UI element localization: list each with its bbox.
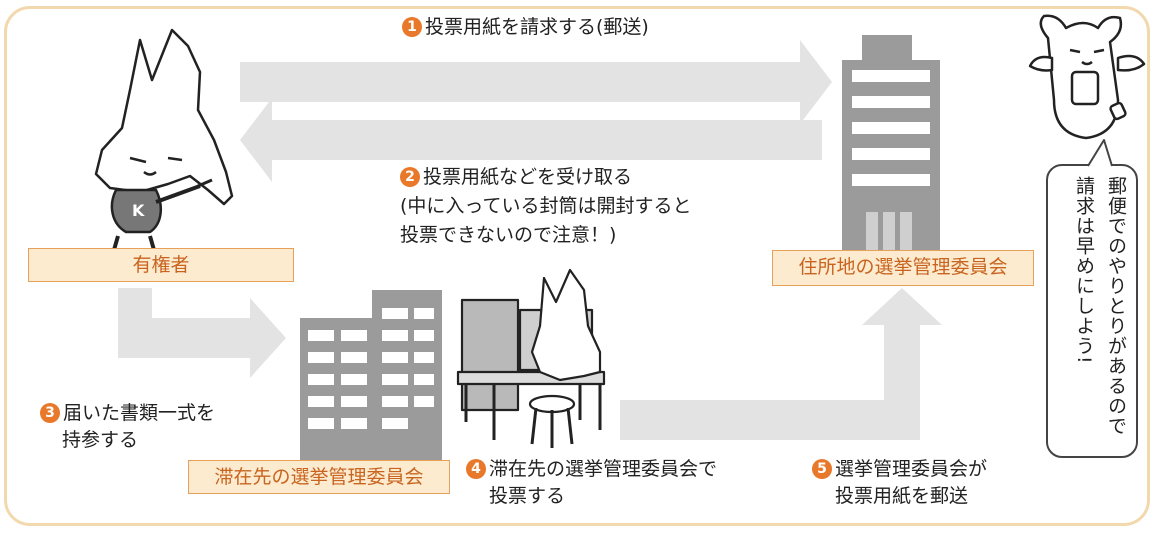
step-4-line-2: 投票する <box>489 485 566 507</box>
step-2-line-3: 投票できないので注意！) <box>400 224 617 246</box>
stay-committee-label: 滞在先の選挙管理委員会 <box>188 460 450 494</box>
step-1-number-badge: 1 <box>402 17 422 37</box>
step-1-text: 投票用紙を請求する(郵送) <box>425 16 649 38</box>
step-3-line-1: 届いた書類一式を <box>63 402 216 424</box>
helper-mascot-icon <box>1028 14 1146 140</box>
step-4-label: 4 滞在先の選挙管理委員会で 投票する <box>466 458 717 508</box>
diagram-frame <box>4 6 1150 526</box>
step-3-number-badge: 3 <box>40 403 60 423</box>
step-3-line-2: 持参する <box>62 429 139 451</box>
tip-speech-bubble: 郵便でのやりとりがあるので請求は早めにしよう! <box>1046 164 1138 458</box>
arrow-request-right <box>240 40 832 124</box>
step-5-label: 5 選挙管理委員会が 投票用紙を郵送 <box>812 458 987 508</box>
step-4-number-badge: 4 <box>466 459 486 479</box>
step-5-line-2: 投票用紙を郵送 <box>835 485 969 507</box>
stay-committee-building-icon <box>300 290 442 460</box>
step-5-number-badge: 5 <box>812 459 832 479</box>
step-2-label: 2 投票用紙などを受け取る (中に入っている封筒は開封すると 投票できないので注… <box>400 166 691 247</box>
step-3-label: 3 届いた書類一式を 持参する <box>40 402 215 452</box>
tip-text: 郵便でのやりとりがあるので請求は早めにしよう! <box>1073 176 1127 436</box>
home-committee-building-icon <box>842 35 940 255</box>
step-2-line-2: (中に入っている封筒は開封すると <box>400 195 692 217</box>
arrow-voter-to-stay <box>118 288 286 378</box>
voter-mascot-icon: K <box>94 28 234 251</box>
home-committee-label: 住所地の選挙管理委員会 <box>772 250 1034 286</box>
step-4-line-1: 滞在先の選挙管理委員会で <box>489 458 718 480</box>
step-1-label: 1 投票用紙を請求する(郵送) <box>402 16 649 39</box>
step-2-number-badge: 2 <box>400 167 420 187</box>
svg-text:K: K <box>132 201 145 220</box>
arrow-stay-to-home <box>620 288 942 440</box>
voter-label: 有権者 <box>28 248 294 282</box>
voting-booth-icon <box>456 268 606 448</box>
step-2-line-1: 投票用紙などを受け取る <box>423 166 633 188</box>
arrow-receive-left <box>240 98 822 182</box>
step-5-line-1: 選挙管理委員会が <box>835 458 988 480</box>
